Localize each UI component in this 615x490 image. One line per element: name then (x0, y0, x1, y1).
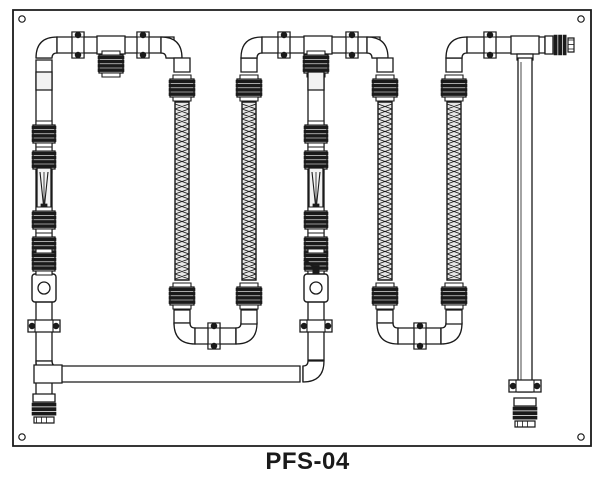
bolt-icon (301, 323, 306, 328)
pipe-segment (446, 58, 462, 72)
union-nut (169, 283, 195, 309)
union-nut (441, 283, 467, 309)
union-nut (304, 147, 328, 173)
bolt-icon (417, 343, 422, 348)
bolt-icon (534, 383, 539, 388)
union-nut (169, 75, 195, 101)
pipe-segment (446, 310, 462, 324)
mounting-hole-icon (578, 16, 584, 22)
pipe-clamp (300, 320, 332, 332)
union-nut (372, 75, 398, 101)
hose-loop-2 (367, 32, 545, 349)
pipe-clamp (28, 320, 60, 332)
pipe-clamp (509, 380, 541, 392)
bolt-icon (211, 323, 216, 328)
pipe-clamp (72, 32, 84, 58)
union-nut (372, 283, 398, 309)
elbow-fitting (303, 361, 324, 382)
diagram-caption: PFS-04 (265, 448, 350, 475)
union-nut (32, 121, 56, 147)
union-nut (441, 75, 467, 101)
pipe-segment (377, 58, 393, 72)
bolt-icon (487, 52, 492, 57)
braided-hose (378, 102, 392, 280)
bolt-icon (211, 343, 216, 348)
hose-loop-1 (169, 32, 380, 349)
return-line (509, 35, 574, 427)
pipe-clamp (484, 32, 496, 58)
union-nut (32, 249, 56, 275)
bolt-icon (29, 323, 34, 328)
valve-ball-icon (38, 282, 50, 294)
bolt-icon (75, 52, 80, 57)
pipe-segment (377, 310, 393, 324)
bolt-icon (281, 32, 286, 37)
bolt-icon (487, 32, 492, 37)
run-2 (300, 51, 332, 382)
pipe-clamp (137, 32, 149, 58)
braided-hose (447, 102, 461, 280)
check-valve (36, 72, 52, 90)
pipe-segment (241, 58, 257, 72)
pipe-segment (57, 366, 300, 382)
bolt-icon (349, 52, 354, 57)
ball-valve (304, 260, 328, 302)
tee-fitting (511, 36, 539, 60)
bolt-icon (510, 383, 515, 388)
run-1 (28, 32, 300, 423)
mounting-hole-icon (578, 434, 584, 440)
check-valve (308, 72, 324, 90)
pipe-clamp (208, 323, 220, 349)
valve-handle-icon (304, 260, 313, 266)
outlet-connector (32, 394, 56, 423)
tee-fitting (34, 365, 62, 383)
bolt-icon (325, 323, 330, 328)
valve-ball-icon (310, 282, 322, 294)
union-nut (98, 51, 124, 77)
bolt-icon (417, 323, 422, 328)
inlet-connector (545, 35, 574, 55)
pipe-clamp (346, 32, 358, 58)
mounting-hole-icon (19, 434, 25, 440)
union-nut (304, 207, 328, 233)
pipe-clamp (278, 32, 290, 58)
union-nut (236, 75, 262, 101)
bolt-icon (281, 52, 286, 57)
bolt-icon (140, 52, 145, 57)
mounting-hole-icon (19, 16, 25, 22)
braided-hose (242, 102, 256, 280)
bolt-icon (349, 32, 354, 37)
union-nut (304, 121, 328, 147)
pipe-segment (518, 58, 532, 392)
union-nut (32, 207, 56, 233)
bolt-icon (140, 32, 145, 37)
bolt-icon (53, 323, 58, 328)
plumbing-diagram (0, 0, 615, 450)
union-nut (236, 283, 262, 309)
outlet-connector (513, 398, 537, 427)
pipe-segment (174, 310, 190, 324)
pipe-segment (174, 58, 190, 72)
braided-hose (175, 102, 189, 280)
pipe-clamp (414, 323, 426, 349)
bolt-icon (75, 32, 80, 37)
elbow-fitting (36, 37, 57, 58)
pipe-segment (241, 310, 257, 324)
